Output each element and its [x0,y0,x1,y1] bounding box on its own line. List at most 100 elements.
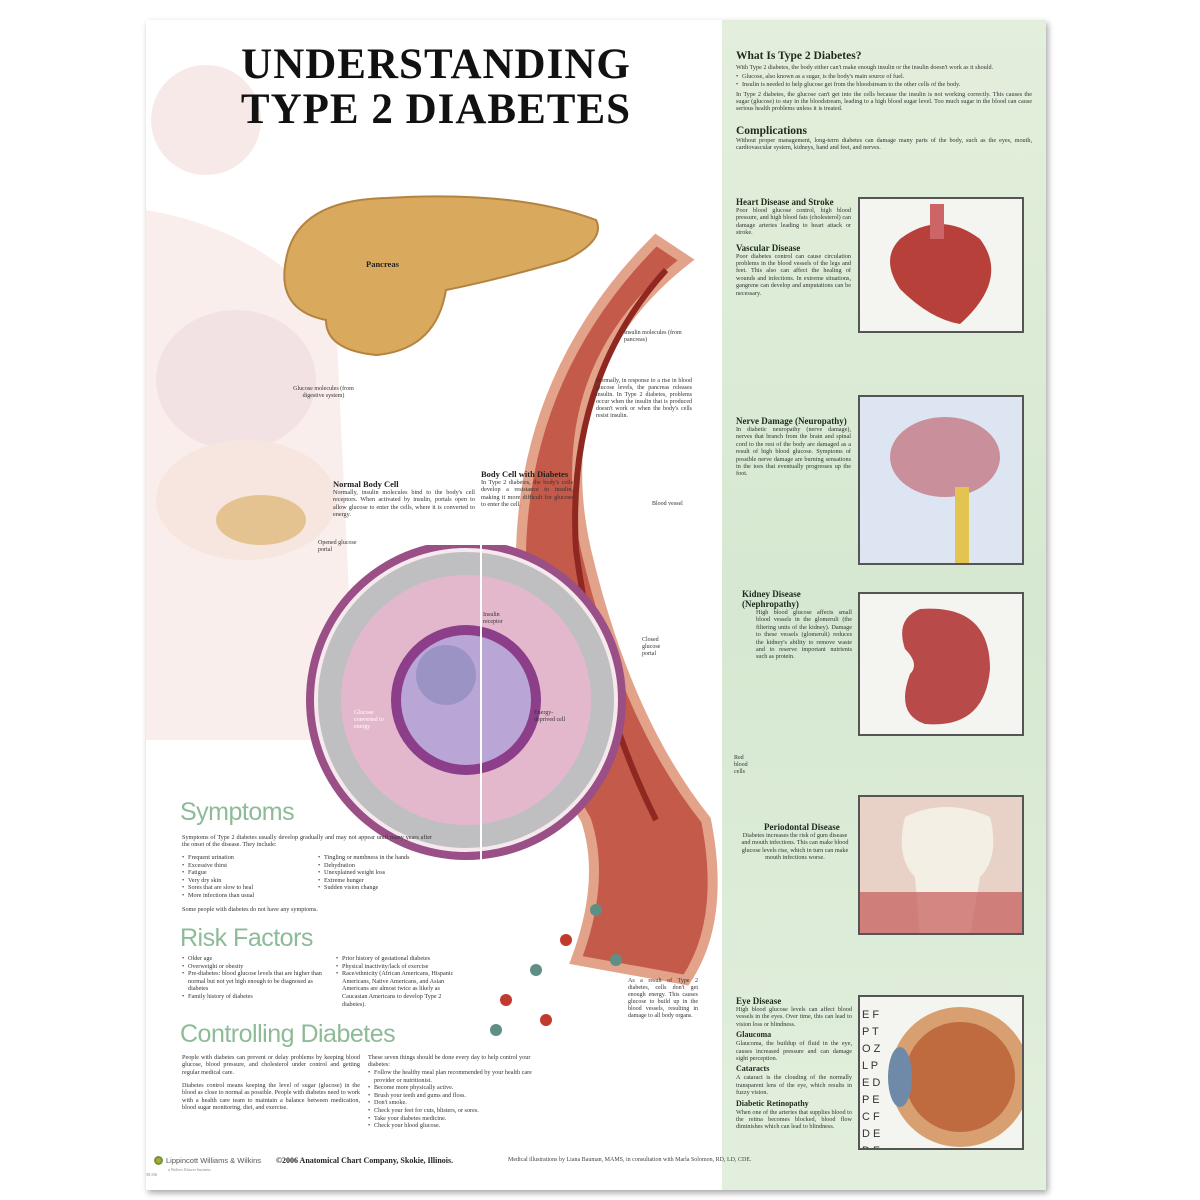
label-red-blood-cells: Red blood cells [734,755,748,775]
list-item: Don't smoke. [368,1099,543,1107]
credits: Medical illustrations by Liana Bauman, M… [508,1157,752,1163]
title-line-1: UNDERSTANDING [241,41,631,88]
eye-heading: Eye Disease [736,996,782,1006]
glaucoma-heading: Glaucoma [736,1030,772,1040]
normally-text: Normally, in response to a rise in blood… [596,378,692,419]
list-item: Prior history of gestational diabetes [336,955,466,963]
controlling-heading: Controlling Diabetes [180,1020,396,1048]
small-pancreas-illustration [216,495,306,545]
list-item: More infections than usual [182,892,317,900]
eye-text: High blood glucose levels can affect blo… [736,1006,852,1028]
risk-list-2: Prior history of gestational diabetesPhy… [336,955,466,1008]
list-item: Overweight or obesity [182,963,332,971]
retinopathy-text: When one of the arteries that supplies b… [736,1108,852,1131]
blood-cells-illustration [490,904,622,1036]
heart-heading: Heart Disease and Stroke [736,197,834,207]
controlling-p2: Diabetes control means keeping the level… [182,1082,360,1112]
nerve-image [858,395,1024,565]
publisher-name: Lippincott Williams & Wilkins [166,1156,262,1165]
controlling-list: Follow the healthy meal plan recommended… [368,1069,543,1130]
retinopathy-heading: Diabetic Retinopathy [736,1098,809,1108]
list-item: Insulin is needed to help glucose get fr… [736,81,1032,89]
kidney-heading: Kidney Disease (Nephropathy) [742,589,801,609]
list-item: Brush your teeth and gums and floss. [368,1092,543,1100]
list-item: Check your feet for cuts, blisters, or s… [368,1107,543,1115]
symptoms-intro: Symptoms of Type 2 diabetes usually deve… [182,834,432,849]
symptoms-list-2: Tingling or numbness in the handsDehydra… [318,854,453,892]
list-item: Race/ethnicity (African Americans, Hispa… [336,970,466,1008]
heart-image [858,197,1024,333]
copyright: ©2006 Anatomical Chart Company, Skokie, … [276,1156,454,1165]
brain-icon [860,397,1022,563]
tooth-icon [860,797,1022,933]
list-item: Dehydration [318,862,453,870]
cataract-heading: Cataracts [736,1064,770,1074]
controlling-intro: These seven things should be done every … [368,1054,531,1069]
list-item: Check your blood glucose. [368,1122,543,1130]
kidney-icon [902,608,990,725]
list-item: Take your diabetes medicine. [368,1115,543,1123]
eye-icon [888,1007,1022,1147]
list-item: Follow the healthy meal plan recommended… [368,1069,543,1084]
poster-title: UNDERSTANDING TYPE 2 DIABETES [186,42,686,132]
heart-text: Poor blood glucose control, high blood p… [736,207,851,237]
list-item: Tingling or numbness in the hands [318,854,453,862]
label-pancreas: Pancreas [366,259,399,269]
list-item: Sores that are slow to heal [182,884,317,892]
eye-chart-letters: E F P T O Z L P E D P E C F D E D F C Z … [862,1009,881,1148]
glaucoma-text: Glaucoma, the buildup of fluid in the ey… [736,1040,852,1063]
poster: UNDERSTANDING TYPE 2 DIABETES Pancreas I… [146,20,1046,1190]
list-item: Excessive thirst [182,862,317,870]
kidney-image [858,592,1024,736]
what-heading: What Is Type 2 Diabetes? [736,50,862,62]
complications-panel: What Is Type 2 Diabetes? With Type 2 dia… [722,20,1046,1190]
list-item: Extreme hunger [318,877,453,885]
complications-text: Without proper management, long-term dia… [736,136,1032,152]
label-insulin-molecules: Insulin molecules (from pancreas) [624,330,682,343]
risk-list-1: Older ageOverweight or obesityPre-diabet… [182,955,332,1001]
nerve-text: In diabetic neuropathy (nerve damage), n… [736,426,851,478]
tooth-image [858,795,1024,935]
blood-vessel-illustration [515,233,718,986]
nerve-heading: Nerve Damage (Neuropathy) [736,416,847,426]
complications-heading: Complications [736,124,807,137]
label-closed-portal: Closed glucose portal [642,637,661,657]
list-item: Fatigue [182,869,317,877]
label-glucose-molecules: Glucose molecules (from digestive system… [293,386,354,399]
diabetes-cell-title: Body Cell with Diabetes [481,469,569,479]
normal-cell-title: Normal Body Cell [333,479,399,489]
pancreas-illustration [283,195,599,357]
symptoms-note: Some people with diabetes do not have an… [182,906,318,913]
list-item: Family history of diabetes [182,993,332,1001]
eye-image: E F P T O Z L P E D P E C F D E D F C Z … [858,995,1024,1150]
list-item: Become more physically active. [368,1084,543,1092]
body-cell-illustration [306,545,626,865]
normal-cell-text: Normally, insulin molecules bind to the … [333,489,475,519]
publisher-sub: a Wolters Kluwer business [168,1167,211,1172]
diabetes-cell-callout: Body Cell with Diabetes In Type 2 diabet… [481,470,573,509]
periodontal-text: Diabetes increases the risk of gum disea… [741,832,849,862]
heart-icon [890,204,992,324]
chart-code: 39,156 [146,1172,157,1177]
list-item: Very dry skin [182,877,317,885]
vascular-heading: Vascular Disease [736,242,801,253]
list-item: Older age [182,955,332,963]
label-energy-deprived: Energy-deprived cell [534,710,566,723]
cataract-text: A cataract is the clouding of the normal… [736,1074,852,1097]
publisher-logo: Lippincott Williams & Wilkins [154,1156,261,1165]
kidney-text: High blood glucose affects small blood v… [756,609,852,661]
controlling-p1: People with diabetes can prevent or dela… [182,1054,360,1076]
title-line-2: TYPE 2 DIABETES [240,86,632,133]
list-item: Pre-diabetes: blood glucose levels that … [182,970,332,993]
vascular-text: Poor diabetes control can cause circulat… [736,252,851,297]
risk-heading: Risk Factors [180,924,313,952]
symptoms-list-1: Frequent urinationExcessive thirstFatigu… [182,854,317,900]
symptoms-heading: Symptoms [180,798,295,826]
publisher-logo-icon [154,1156,163,1165]
label-glucose-converted: Glucose converted to energy [354,710,384,730]
normal-cell-callout: Normal Body Cell Normally, insulin molec… [333,480,475,519]
list-item: Glucose, also known as a sugar, is the b… [736,73,1032,81]
what-p2: In Type 2 diabetes, the glucose can't ge… [736,90,1032,113]
label-opened-portal: Opened glucose portal [318,540,357,553]
diabetes-cell-text: In Type 2 diabetes, the body's cells dev… [481,479,573,509]
